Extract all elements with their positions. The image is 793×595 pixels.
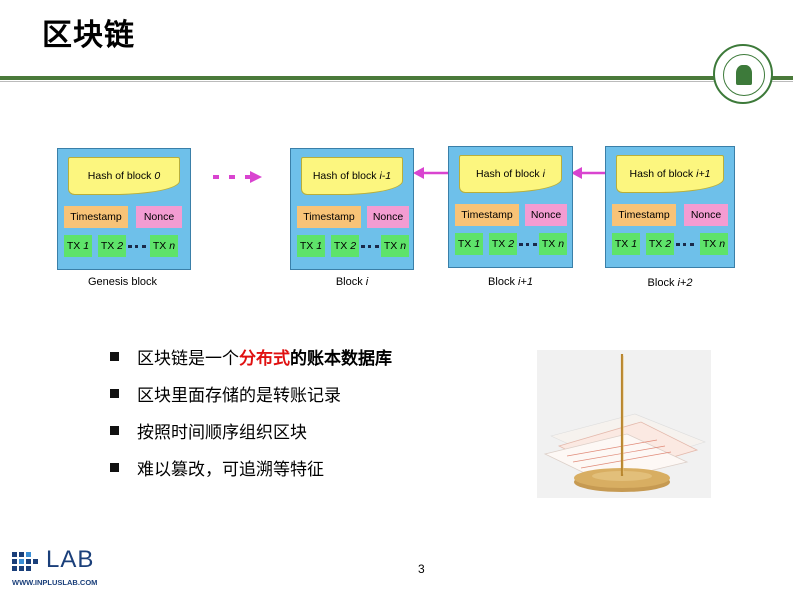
tx-ellipsis <box>519 243 537 246</box>
bullet-item: 区块里面存储的是转账记录 <box>110 375 392 412</box>
square-bullet-icon <box>110 389 119 398</box>
square-bullet-icon <box>110 463 119 472</box>
tx-ellipsis <box>676 243 694 246</box>
nonce-field: Nonce <box>136 206 182 228</box>
bullet-item: 按照时间顺序组织区块 <box>110 412 392 449</box>
header-rule-thin <box>0 81 793 82</box>
nonce-field: Nonce <box>367 206 409 228</box>
timestamp-field: Timestamp <box>64 206 128 228</box>
timestamp-field: Timestamp <box>612 204 676 226</box>
slide-title: 区块链 <box>42 18 135 53</box>
nonce-field: Nonce <box>684 204 728 226</box>
seal-emblem-icon <box>723 54 765 96</box>
university-seal-logo <box>713 44 773 104</box>
arrow-link-2 <box>571 167 607 179</box>
highlight-text: 分布式 <box>239 349 290 369</box>
square-bullet-icon <box>110 352 119 361</box>
timestamp-field: Timestamp <box>455 204 519 226</box>
arrow-link-1 <box>413 167 450 179</box>
timestamp-field: Timestamp <box>297 206 361 228</box>
chain-links <box>213 167 607 183</box>
logo-wordmark: LAB <box>46 546 95 573</box>
square-bullet-icon <box>110 426 119 435</box>
receipt-spike-photo <box>537 350 711 498</box>
block-caption: Genesis block <box>87 276 158 288</box>
bullet-item: 区块链是一个分布式的账本数据库 <box>110 338 392 375</box>
bullet-list: 区块链是一个分布式的账本数据库 区块里面存储的是转账记录 按照时间顺序组织区块 … <box>110 338 392 486</box>
tx-ellipsis <box>361 245 379 248</box>
page-number: 3 <box>418 562 425 576</box>
tx-ellipsis <box>128 245 146 248</box>
logo-url: WWW.INPLUSLAB.COM <box>12 578 98 587</box>
dotted-link-genesis <box>213 171 262 183</box>
bullet-item: 难以篡改，可追溯等特征 <box>110 449 392 486</box>
header-rule <box>0 76 793 80</box>
nonce-field: Nonce <box>525 204 567 226</box>
